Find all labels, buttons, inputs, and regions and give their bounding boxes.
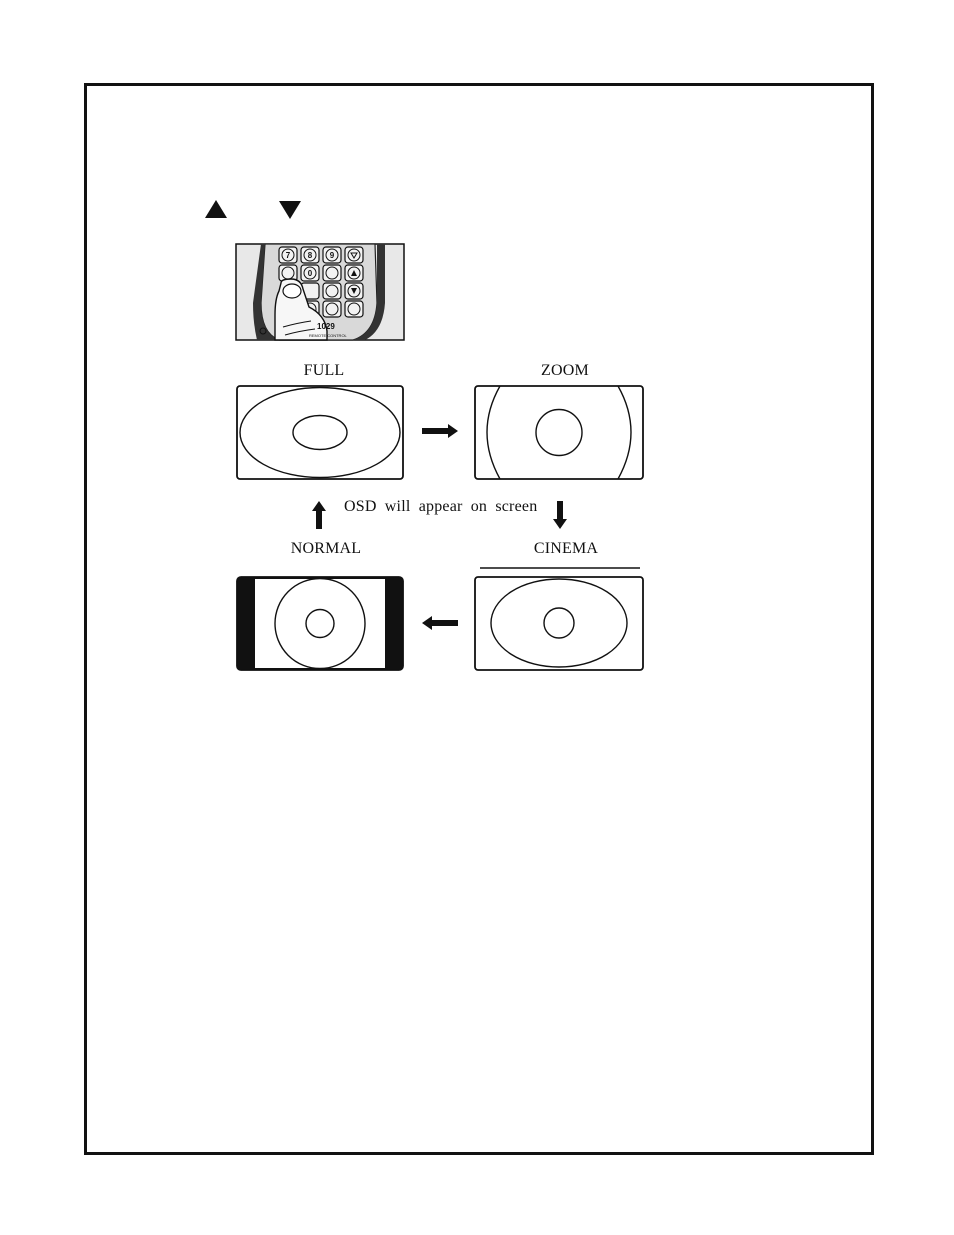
navigation-keys — [204, 198, 304, 222]
remote-key-9: 9 — [330, 251, 335, 260]
normal-inner-disc — [306, 610, 334, 638]
zoom-inner-disc — [536, 410, 582, 456]
full-inner-disc — [293, 416, 347, 450]
arrow-down-icon — [552, 500, 568, 530]
mode-label-zoom: ZOOM — [530, 362, 600, 380]
remote-model-number: 1029 — [317, 322, 335, 331]
remote-key-7: 7 — [286, 251, 291, 260]
mode-label-normal: NORMAL — [278, 540, 374, 558]
arrow-right-icon — [420, 423, 460, 439]
screen-full-mode — [236, 385, 404, 480]
screen-cinema-mode — [474, 566, 644, 671]
remote-key-8: 8 — [308, 251, 313, 260]
osd-note: OSD will appear on screen — [344, 498, 544, 516]
cinema-inner-disc — [544, 608, 574, 638]
arrow-left-icon — [420, 615, 460, 631]
up-triangle-icon — [205, 200, 227, 218]
remote-key-0: 0 — [308, 269, 313, 278]
screen-normal-mode — [236, 576, 404, 671]
remote-caption: REMOTE CONTROL — [309, 333, 348, 338]
down-triangle-icon — [279, 201, 301, 219]
arrow-up-icon — [311, 500, 327, 530]
remote-control-illustration: 7 8 9 0 1029 REMOTE CONTROL — [235, 243, 405, 341]
mode-label-full: FULL — [292, 362, 356, 380]
mode-label-cinema: CINEMA — [524, 540, 608, 558]
screen-zoom-mode — [474, 385, 644, 480]
